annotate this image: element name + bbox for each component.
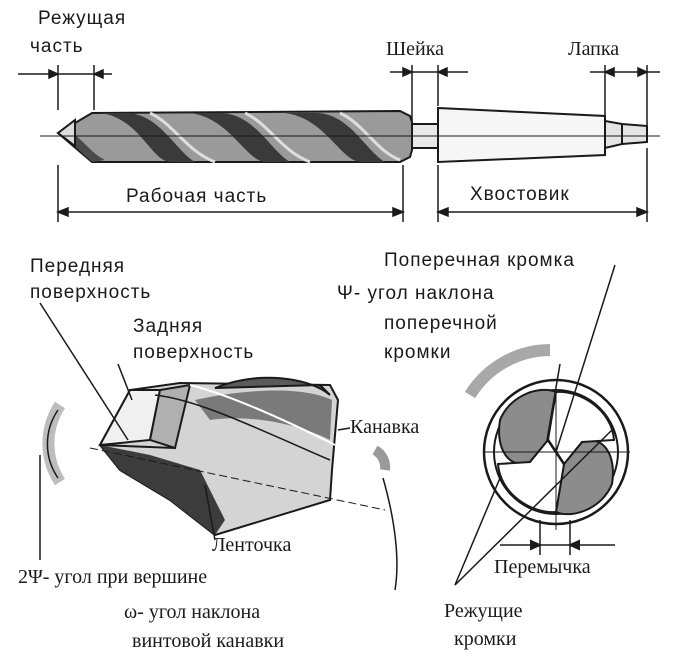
label-psi-line2: поперечной: [384, 313, 498, 334]
flute-spiral-2: [190, 113, 290, 162]
flute-light-3: [339, 111, 401, 162]
leader-groove: [337, 427, 351, 431]
label-shank: Хвостовик: [470, 184, 570, 205]
label-cross-edge: Поперечная кромка: [384, 250, 575, 271]
label-back-surface-line2: поверхность: [133, 342, 255, 363]
leader-psi: [546, 363, 561, 441]
label-tang: Лапка: [568, 38, 620, 60]
leader-back-surface: [117, 363, 133, 401]
label-back-surface-line1: Задняя: [133, 316, 204, 337]
label-cutting-edges-line1: Режущие: [444, 600, 523, 622]
shank-taper: [437, 106, 606, 164]
flute-light-2: [244, 111, 311, 164]
leader-front-surface: [39, 302, 129, 441]
label-neck: Шейка: [386, 38, 445, 60]
tip-axis: [89, 447, 386, 511]
leader-lines: [39, 264, 616, 591]
flute-spiral-3: [285, 113, 385, 162]
label-cutting-edges-line2: кромки: [454, 628, 517, 650]
label-ribbon: Ленточка: [212, 534, 292, 556]
label-omega-line2: винтовой канавки: [132, 630, 285, 652]
label-front-surface-line1: Передняя: [30, 256, 126, 277]
label-cutting-part-line2: часть: [30, 36, 84, 57]
tip-flute-dark-2: [195, 390, 332, 440]
cutting-face-upper: [546, 390, 616, 466]
leader-omega: [382, 477, 398, 591]
psi-angle-arc: [464, 344, 551, 399]
label-point-angle: 2Ψ- угол при вершине: [18, 566, 208, 588]
label-omega-line1: ω- угол наклона: [124, 601, 261, 623]
leader-cutting-edge-2: [454, 429, 613, 586]
drill-tip-perspective: [42, 376, 391, 537]
leader-cross-edge: [555, 264, 616, 453]
label-psi-line3: кромки: [384, 342, 452, 363]
label-psi-line1: Ψ- угол наклона: [337, 283, 495, 304]
drill-end-view: [464, 344, 630, 555]
label-front-surface-line2: поверхность: [30, 282, 152, 303]
tip-flute-dark: [100, 445, 225, 535]
tip-rear-shade: [214, 376, 331, 396]
leader-cutting-edge-1: [454, 477, 501, 586]
label-web: Перемычка: [494, 556, 591, 578]
ribbon-line: [154, 394, 331, 461]
flute-light-1: [149, 111, 216, 164]
label-groove: Канавка: [350, 416, 420, 438]
tang-end: [604, 119, 648, 150]
omega-arc: [372, 445, 391, 471]
leader-ribbon: [204, 484, 216, 541]
label-cutting-part-line1: Режущая: [38, 8, 127, 29]
dimension-lines-top: [18, 65, 660, 222]
drill-side-view: [40, 106, 660, 164]
label-working-part: Рабочая часть: [126, 186, 268, 207]
drill-tip: [56, 117, 76, 149]
flute-spiral-1: [100, 113, 195, 162]
